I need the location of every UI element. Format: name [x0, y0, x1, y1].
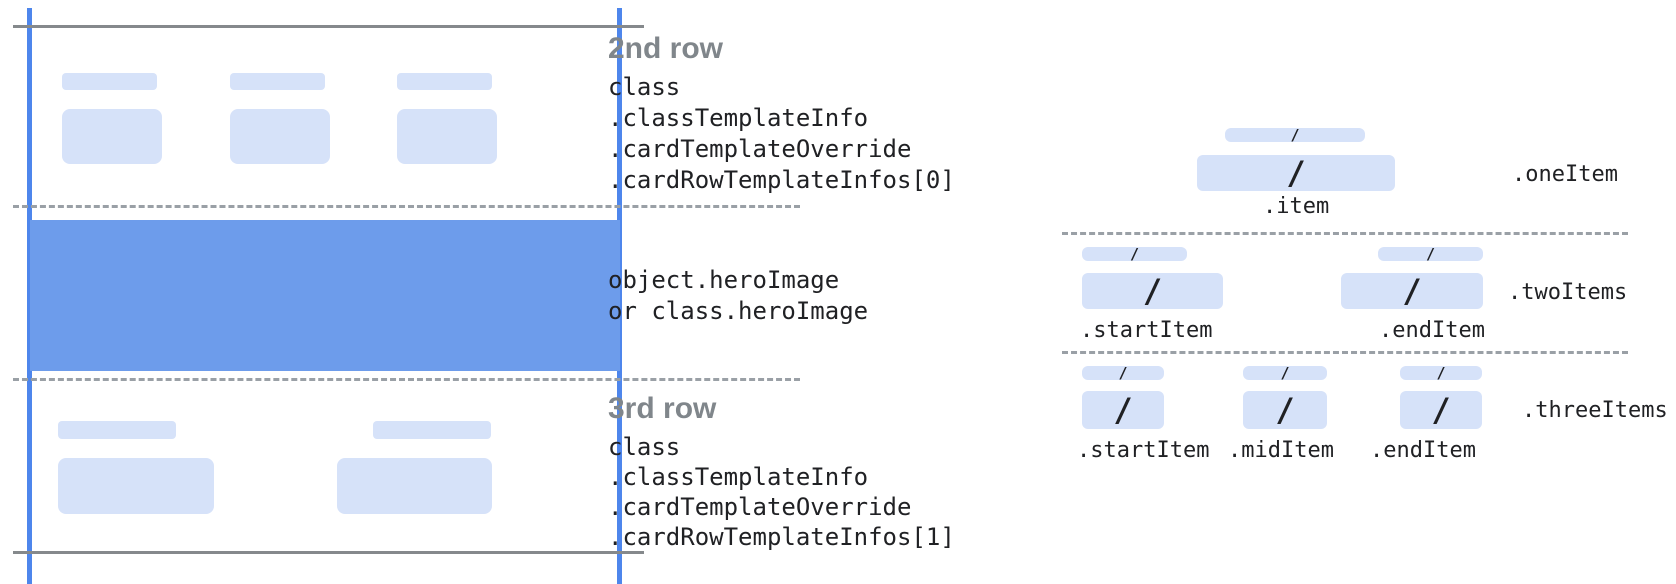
- row2-code-line-3: .cardTemplateOverride: [608, 135, 912, 163]
- row2-code-line-2: .classTemplateInfo: [608, 104, 869, 132]
- row2-field2-label-placeholder: [230, 73, 325, 90]
- row3-heading: 3rd row: [608, 392, 717, 425]
- row3-code-line-2: .classTemplateInfo: [608, 463, 869, 491]
- three-items-start-label-bar: /: [1082, 364, 1164, 382]
- hero-code-line-1: object.heroImage: [608, 266, 840, 294]
- row2-code-line-4: .cardRowTemplateInfos[0]: [608, 166, 955, 194]
- row2-field2-value-placeholder: [230, 109, 330, 164]
- two-items-row-label: .twoItems: [1508, 280, 1628, 305]
- one-two-items-divider-dashed-line: [1062, 232, 1628, 235]
- two-items-start-value-bar: /: [1082, 273, 1223, 309]
- one-item-row-label: .oneItem: [1512, 162, 1618, 187]
- two-items-start-item-label: .startItem: [1080, 318, 1213, 343]
- three-items-row-label: .threeItems: [1522, 398, 1668, 423]
- card-left-edge-guide: [27, 8, 32, 584]
- one-item-item-label: .item: [1263, 194, 1330, 219]
- card-top-boundary-line: [13, 25, 644, 28]
- slash-glyph: /: [1280, 364, 1290, 382]
- row2-field1-label-placeholder: [62, 73, 157, 90]
- slash-glyph: /: [1118, 364, 1128, 382]
- two-three-items-divider-dashed-line: [1062, 351, 1628, 354]
- hero-image-band: [30, 220, 620, 371]
- slash-glyph: /: [1431, 391, 1451, 429]
- slash-glyph: /: [1402, 272, 1422, 310]
- three-items-start-item-label: .startItem: [1077, 438, 1210, 463]
- three-items-end-label-bar: /: [1400, 364, 1482, 382]
- slash-glyph: /: [1436, 364, 1446, 382]
- row2-field3-value-placeholder: [397, 109, 497, 164]
- row2-field1-value-placeholder: [62, 109, 162, 164]
- slash-glyph: /: [1286, 154, 1306, 192]
- one-item-value-bar: /: [1197, 155, 1395, 191]
- row3-code-line-3: .cardTemplateOverride: [608, 493, 912, 521]
- slash-glyph: /: [1113, 391, 1133, 429]
- three-items-mid-label-bar: /: [1243, 364, 1327, 382]
- two-items-end-value-bar: /: [1341, 273, 1483, 309]
- row3-field2-label-placeholder: [373, 421, 491, 439]
- three-items-mid-value-bar: /: [1243, 391, 1327, 429]
- hero-code-line-2: or class.heroImage: [608, 297, 869, 325]
- three-items-mid-item-label: .midItem: [1228, 438, 1334, 463]
- two-items-end-label-bar: /: [1378, 245, 1483, 263]
- two-items-end-item-label: .endItem: [1379, 318, 1485, 343]
- row3-field1-value-placeholder: [58, 458, 214, 514]
- row3-code-line-4: .cardRowTemplateInfos[1]: [608, 523, 955, 551]
- three-items-end-item-label: .endItem: [1370, 438, 1476, 463]
- slash-glyph: /: [1142, 272, 1163, 310]
- slash-glyph: /: [1425, 245, 1436, 263]
- slash-glyph: /: [1129, 245, 1140, 263]
- row3-field1-label-placeholder: [58, 421, 176, 439]
- two-items-start-label-bar: /: [1082, 245, 1187, 263]
- slash-glyph: /: [1275, 391, 1295, 429]
- hero-row3-divider-dashed-line: [13, 378, 800, 381]
- row3-field2-value-placeholder: [337, 458, 492, 514]
- slash-glyph: /: [1290, 126, 1300, 144]
- row2-code-line-1: class: [608, 73, 681, 101]
- row2-hero-divider-dashed-line: [13, 205, 800, 208]
- row3-code-line-1: class: [608, 433, 681, 461]
- row2-field3-label-placeholder: [397, 73, 492, 90]
- three-items-end-value-bar: /: [1400, 391, 1482, 429]
- row2-heading: 2nd row: [608, 32, 724, 65]
- card-bottom-boundary-line: [13, 551, 644, 554]
- one-item-label-bar: /: [1225, 126, 1365, 144]
- three-items-start-value-bar: /: [1082, 391, 1164, 429]
